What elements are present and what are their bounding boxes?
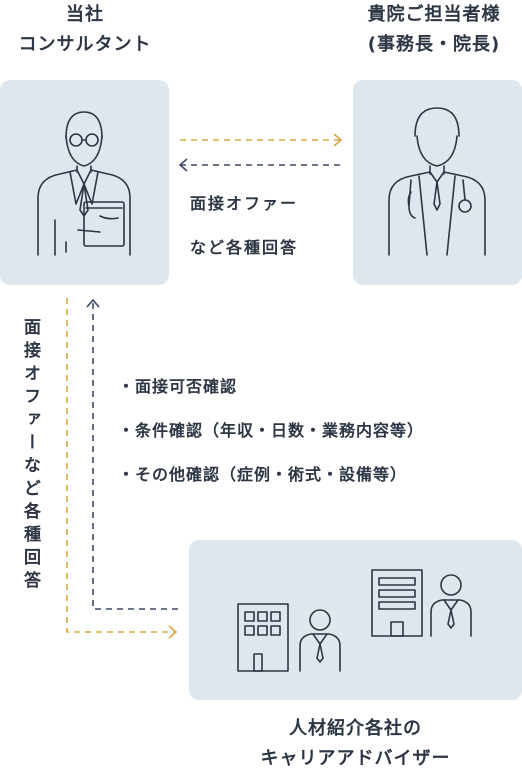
consultant-box xyxy=(0,80,169,285)
hospital-label-line1: 貴院ご担当者様 xyxy=(367,4,501,25)
vertical-arrow-text: 面接オファーなど各種回答 xyxy=(20,318,40,594)
arrow-agency-to-consultant xyxy=(86,298,178,610)
top-arrow-text-line1: 面接オファー xyxy=(190,194,299,213)
consultant-label-line2: コンサルタント xyxy=(18,34,152,55)
arrow-consultant-to-hospital xyxy=(180,133,343,147)
doctor-icon xyxy=(388,107,486,256)
building-icon-left xyxy=(237,603,289,672)
bullet-interview: ・面接可否確認 xyxy=(118,377,238,396)
person-icon-left xyxy=(299,609,341,672)
arrow-hospital-to-consultant xyxy=(178,158,342,172)
hospital-label-line2: (事務長・院長) xyxy=(367,34,501,55)
arrow-consultant-to-agency xyxy=(66,298,178,639)
bullet-other: ・その他確認（症例・術式・設備等） xyxy=(118,465,408,484)
consultant-label: 当社 コンサルタント xyxy=(0,0,170,60)
building-icon-right xyxy=(371,569,423,637)
person-icon-right xyxy=(430,574,472,637)
consultant-icon xyxy=(37,111,131,256)
hospital-box xyxy=(353,80,522,285)
hospital-label: 貴院ご担当者様 (事務長・院長) xyxy=(346,0,522,60)
agency-box xyxy=(189,540,522,700)
bullet-conditions: ・条件確認（年収・日数・業務内容等） xyxy=(118,421,425,440)
agency-label: 人材紹介各社の キャリアアドバイザー xyxy=(189,714,522,774)
agency-label-line1: 人材紹介各社の xyxy=(289,718,422,739)
top-arrow-text-line2: など各種回答 xyxy=(190,238,299,257)
consultant-label-line1: 当社 xyxy=(66,4,104,25)
agency-label-line2: キャリアアドバイザー xyxy=(260,748,451,769)
agency-icons xyxy=(237,569,472,672)
